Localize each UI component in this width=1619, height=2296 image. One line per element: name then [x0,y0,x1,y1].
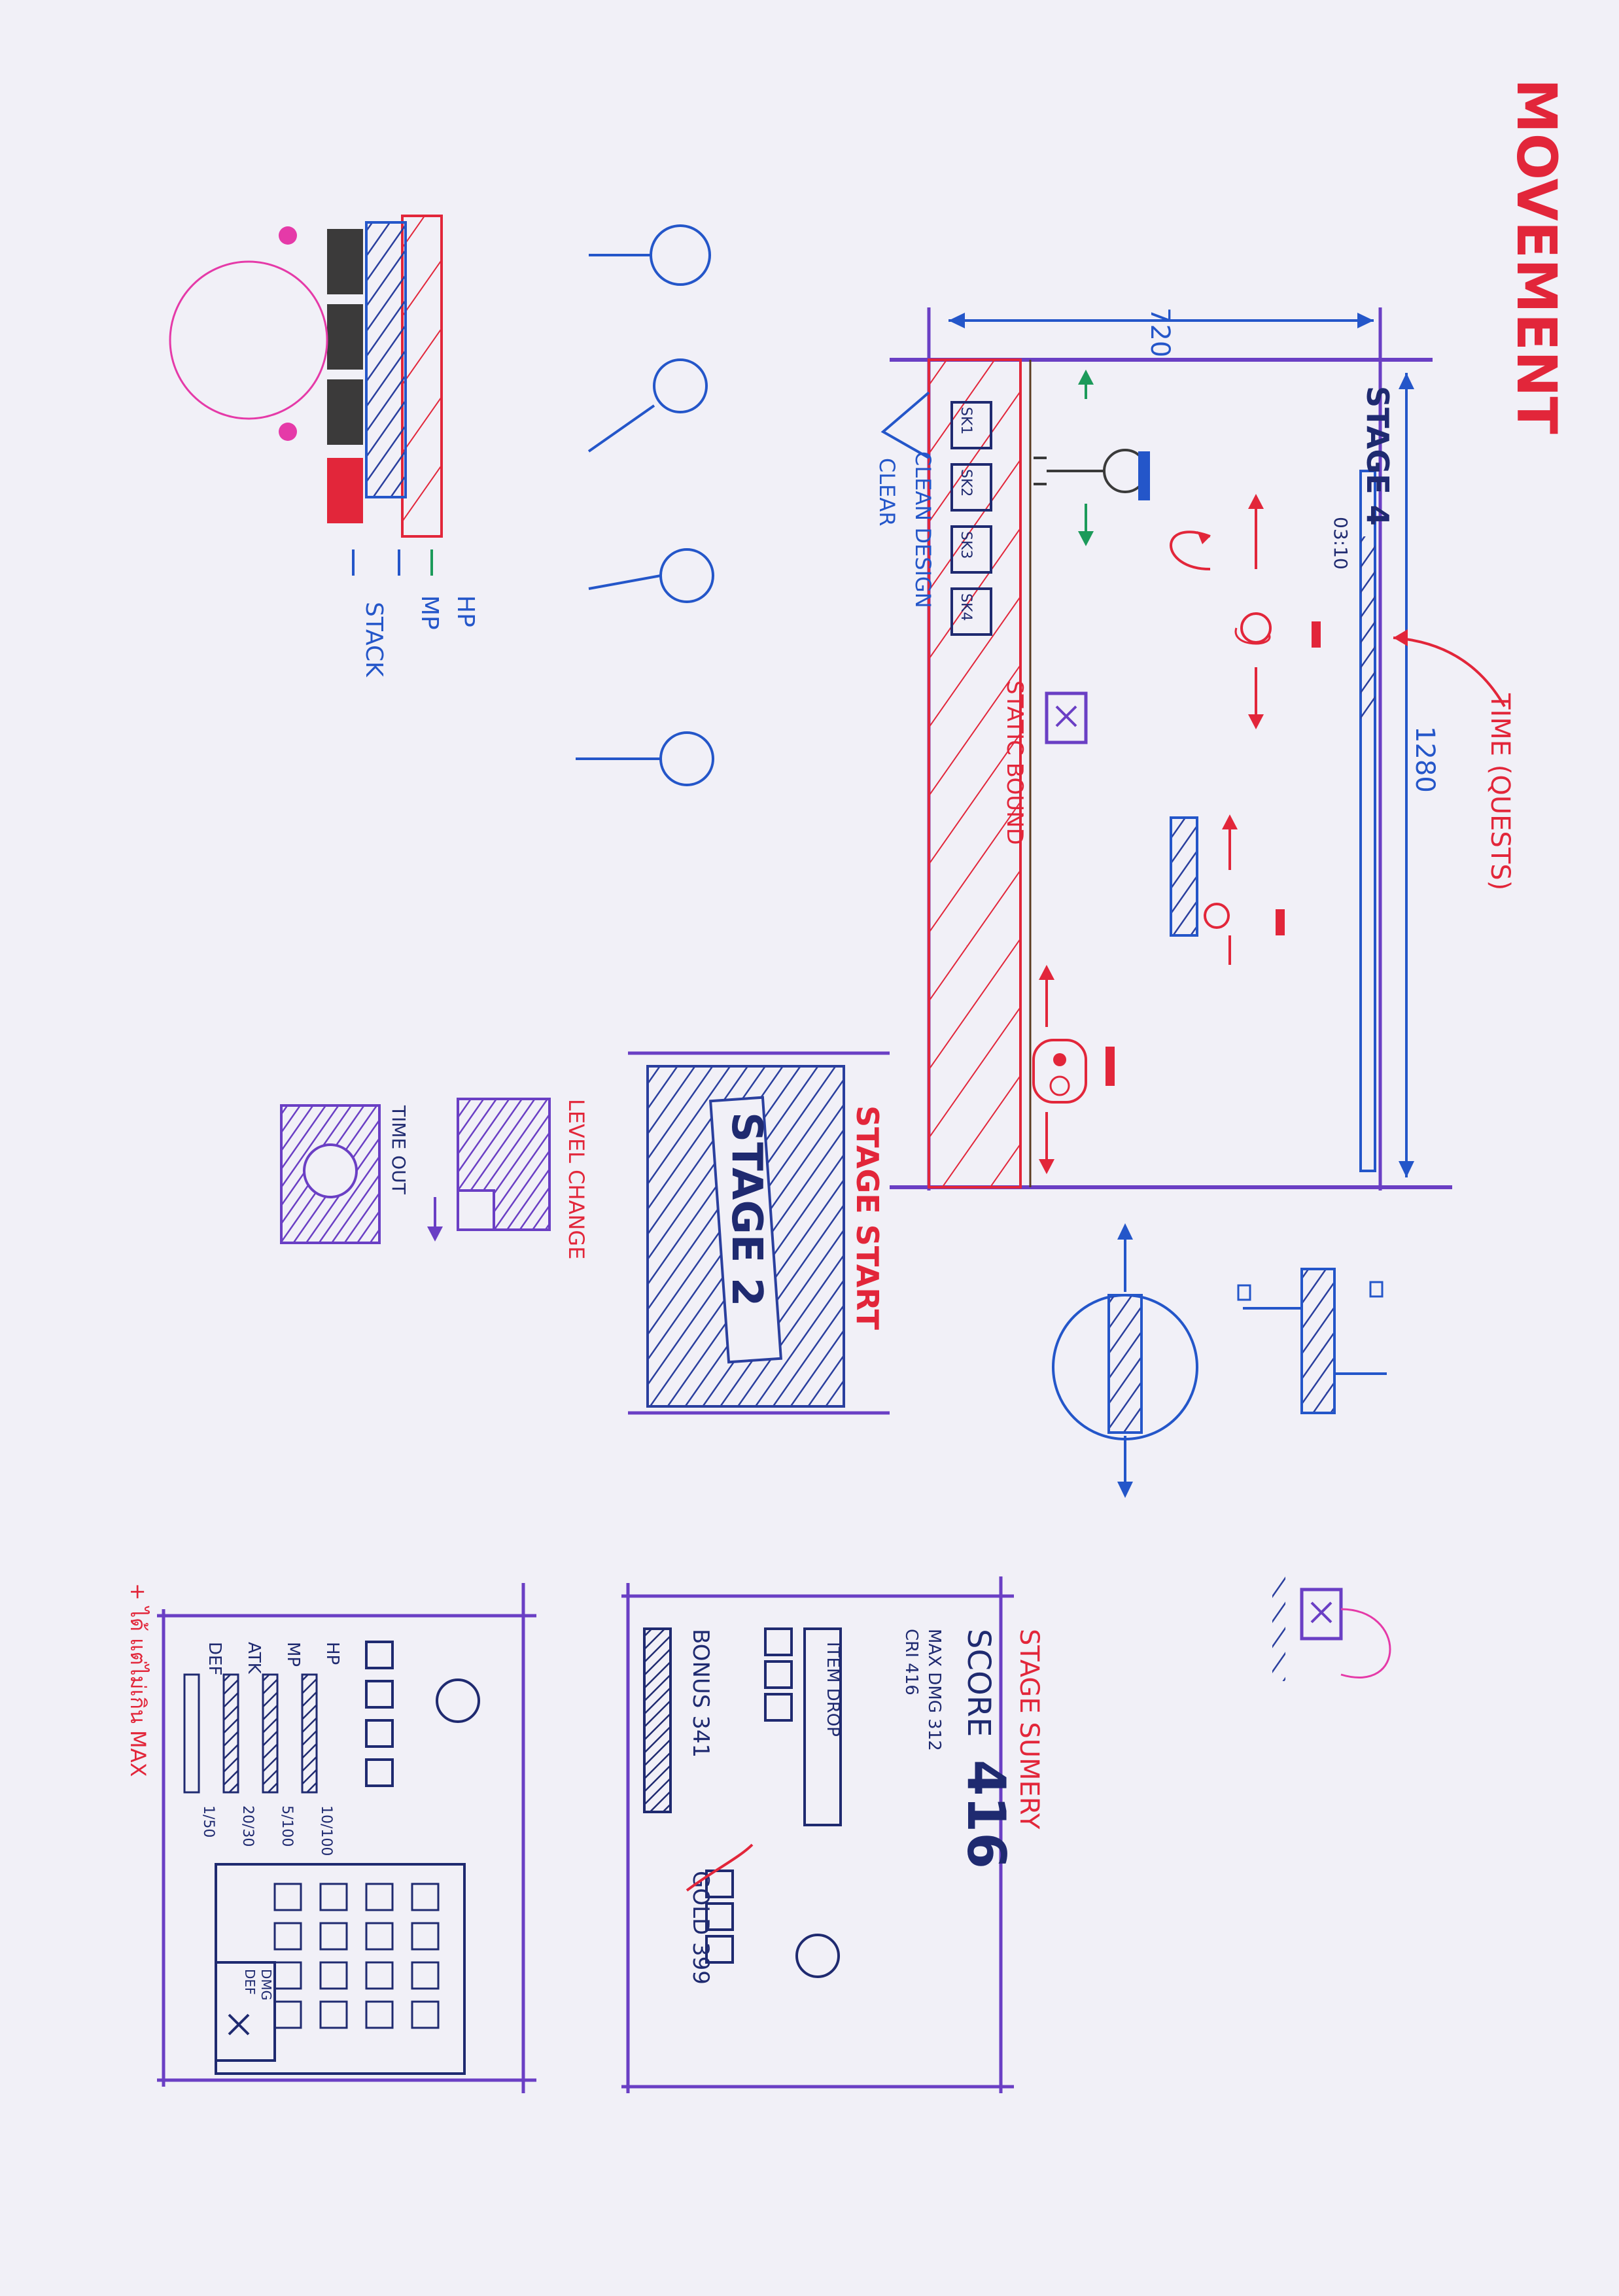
mp-bar [366,222,406,497]
inventory-slot[interactable] [275,2002,301,2028]
mp-bar-label: MP [416,595,443,630]
stage-timer: 03:10 [1330,517,1351,570]
stat-label-mp: MP [283,1642,303,1667]
inventory-slot[interactable] [412,1923,438,1949]
stage-summary-sketch: STAGE SUMERY SCORE 416 MAX DMG 312 CRI 4… [621,1576,1044,2093]
stat-label-def: DEF [205,1642,224,1675]
transition-sketches: LEVEL CHANGE TIME OUT [281,1099,589,1259]
stat-value-hp: 10/100 [318,1805,334,1856]
game-screen-sketch: 720 1280 STAGE 4 03:10 TIME (QUESTS) SK1… [875,307,1515,1191]
summary-cri: CRI 416 [901,1629,921,1696]
page-title: MOVEMENT [1505,78,1569,434]
equip-slots [366,1642,392,1786]
drop-slot-1[interactable] [765,1629,792,1655]
max-note: + ได้ แต่ไม่เกิน MAX [126,1583,150,1777]
equip-slot-4[interactable] [366,1760,392,1786]
inventory-slot[interactable] [275,1962,301,1989]
stack-label: STACK [360,602,387,678]
stack-slot-2 [327,304,363,370]
stat-label-hp: HP [322,1642,342,1665]
static-bound-note: STATIC BOUND [1001,680,1028,845]
tooltip-dmg: DMG [258,1969,274,2000]
stage-start-sketch: STAGE 2 STAGE START [628,1053,890,1413]
stat-value-def: 1/50 [200,1805,217,1837]
stat-bar-atk [224,1675,238,1792]
stat-label-atk: ATK [244,1642,264,1675]
equip-slot-2[interactable] [366,1681,392,1707]
stage-start-banner: STAGE 2 [722,1112,771,1306]
inventory-slot[interactable] [321,1923,347,1949]
stat-bar-mp [263,1675,277,1792]
stat-value-mp: 5/100 [279,1805,295,1847]
stat-bar-def [184,1675,199,1792]
stat-rows: HP 10/100 MP 5/100 ATK 20/30 DEF 1/50 [184,1642,342,1856]
inventory-slot[interactable] [321,1962,347,1989]
ghost-enemy [1034,965,1115,1174]
time-out-label: TIME OUT [388,1105,409,1195]
skill-label-2: SK2 [958,469,974,496]
moving-platform [1171,814,1285,965]
skill-label-1: SK1 [958,407,974,434]
inventory-slot[interactable] [321,1884,347,1910]
inventory-slot[interactable] [412,1884,438,1910]
player-character [1034,370,1150,546]
skill-label-4: SK4 [958,593,974,621]
drop-slot-2[interactable] [765,1661,792,1688]
inventory-slot[interactable] [366,1923,392,1949]
clear-note: CLEAR [875,458,899,527]
time-quests-note: TIME (QUESTS) [1485,693,1515,890]
status-screen-sketch: HP 10/100 MP 5/100 ATK 20/30 DEF 1/50 [126,1583,536,2093]
summary-score-value: 416 [956,1760,1017,1869]
skill-label-3: SK3 [958,531,974,559]
equip-slot-3[interactable] [366,1720,392,1747]
clean-design-note: CLEAN DESIGN [911,451,935,608]
drop-slot-3[interactable] [765,1694,792,1720]
summary-max-dmg: MAX DMG 312 [924,1629,944,1751]
inventory-slot[interactable] [412,1962,438,1989]
inventory-slot[interactable] [366,1962,392,1989]
stat-bar-hp [302,1675,317,1792]
stage-label: STAGE 4 [1360,386,1395,526]
bonus-bar [644,1629,670,1812]
stack-slot-3 [327,379,363,445]
inventory-slot[interactable] [366,2002,392,2028]
summary-score-label: SCORE [960,1629,997,1737]
hp-bar [402,216,442,536]
inventory-slot[interactable] [321,2002,347,2028]
inventory-slot[interactable] [412,2002,438,2028]
summary-item-drop: ITEM DROP [823,1642,843,1737]
inventory-slot[interactable] [275,1923,301,1949]
stage-start-title: STAGE START [850,1105,885,1331]
summary-bonus: BONUS 341 [688,1629,714,1758]
level-change-label: LEVEL CHANGE [564,1099,589,1259]
summary-title: STAGE SUMERY [1014,1629,1044,1830]
stat-value-atk: 20/30 [239,1805,256,1847]
dimension-width: 1280 [1410,726,1440,793]
avatar-sketch [170,262,327,419]
inventory-slot[interactable] [366,1884,392,1910]
character-sketches [576,226,713,785]
hud-bars-sketch: HP MP STACK [170,216,479,678]
title-group: MOVEMENT [1505,78,1569,434]
dimension-height: 720 [1145,307,1175,357]
bird-enemy [1171,494,1321,729]
hp-bar-label: HP [452,595,479,627]
equip-slot-1[interactable] [366,1642,392,1668]
item-tooltip: DMG DEF [216,1962,275,2061]
stack-slot-1 [327,229,363,294]
inventory-slot[interactable] [275,1884,301,1910]
tooltip-def: DEF [242,1969,258,1995]
platform-movement-sketches [1053,1223,1390,1681]
stack-slot-4 [327,458,363,523]
